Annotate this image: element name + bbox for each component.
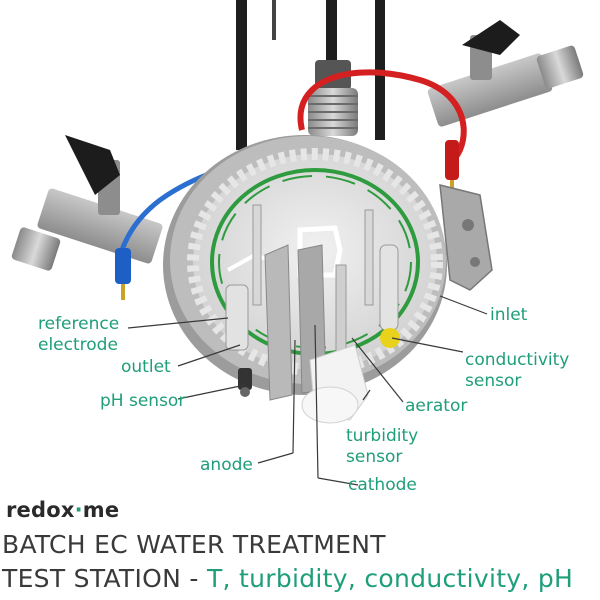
red-cable [297, 69, 467, 160]
label-outlet: outlet [121, 357, 171, 377]
left-valve [11, 135, 163, 271]
title-line-1: BATCH EC WATER TREATMENT [2, 530, 386, 559]
title-line-2: TEST STATION - T, turbidity, conductivit… [2, 564, 573, 593]
label-anode: anode [200, 455, 253, 475]
title-line-2-prefix: TEST STATION - [2, 564, 207, 593]
label-ph-sensor: pH sensor [100, 391, 186, 411]
label-conductivity-sensor-2: sensor [465, 371, 522, 391]
label-reference-electrode-2: electrode [38, 335, 118, 355]
brand-part2: me [82, 498, 120, 522]
title-line-2-accent: T, turbidity, conductivity, pH [206, 564, 574, 593]
label-turbidity-sensor-2: sensor [346, 447, 403, 467]
right-valve [427, 20, 584, 127]
brand-logo: redox·me [6, 498, 119, 522]
leader-lines [127, 295, 488, 486]
label-reference-electrode-1: reference [38, 314, 120, 334]
label-inlet: inlet [490, 305, 528, 325]
inner-components [225, 204, 400, 424]
brand-dot: · [74, 498, 83, 522]
label-cathode: cathode [348, 475, 417, 495]
label-conductivity-sensor-1: conductivity [465, 350, 570, 370]
label-turbidity-sensor-1: turbidity [346, 426, 419, 446]
right-bracket [439, 184, 493, 291]
label-aerator: aerator [405, 396, 468, 416]
brand-part1: redox [6, 498, 75, 522]
